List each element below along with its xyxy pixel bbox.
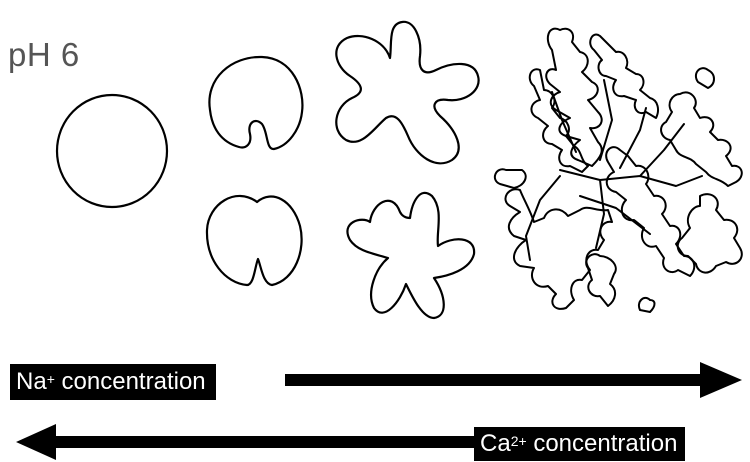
circle-shape xyxy=(57,95,167,207)
ca-ion: Ca xyxy=(480,430,511,457)
na-arrow xyxy=(285,362,742,398)
ca-arrow xyxy=(16,424,478,460)
five-lobe-shape-top xyxy=(336,22,478,163)
na-concentration-label: Na+ concentration xyxy=(10,364,216,400)
na-text: concentration xyxy=(55,368,206,395)
na-ion: Na xyxy=(16,368,47,395)
heart-shape xyxy=(207,196,302,285)
five-lobe-shape-bottom xyxy=(347,193,474,318)
dendritic-fractal-shape xyxy=(495,29,742,312)
ca-concentration-label: Ca2+ concentration xyxy=(474,427,685,461)
ca-charge: 2+ xyxy=(511,433,527,449)
na-charge: + xyxy=(47,371,55,387)
ca-text: concentration xyxy=(527,430,678,457)
horseshoe-shape xyxy=(209,57,302,149)
